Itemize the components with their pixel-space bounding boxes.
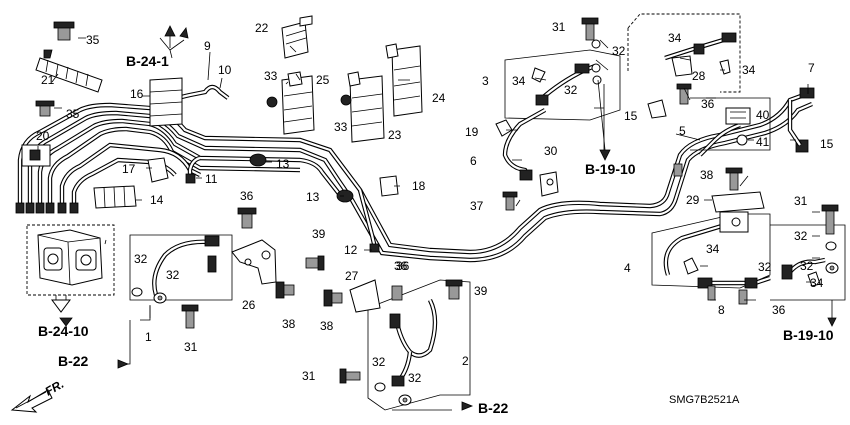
callout-37: 37 <box>470 199 484 213</box>
callout-36: 36 <box>772 303 786 317</box>
rear-left-brake-hose <box>504 49 621 121</box>
callout-24: 24 <box>432 91 446 105</box>
callout-15: 15 <box>624 109 638 123</box>
callout-41: 41 <box>756 135 770 149</box>
callout-36: 36 <box>240 189 254 203</box>
callout-33: 33 <box>334 120 348 134</box>
callout-34: 34 <box>742 63 756 77</box>
callout-13: 13 <box>276 157 290 171</box>
ref-b-22-bottom[interactable]: B-22 <box>478 400 509 416</box>
clips-right <box>647 83 771 305</box>
callout-22: 22 <box>255 21 269 35</box>
front-left-brake-hose <box>129 234 277 318</box>
callout-3: 3 <box>482 74 489 88</box>
callout-31: 31 <box>302 369 316 383</box>
callout-38: 38 <box>700 168 714 182</box>
callout-13: 13 <box>306 190 320 204</box>
front-direction-arrow <box>10 389 53 413</box>
callout-32: 32 <box>134 252 148 266</box>
callout-32: 32 <box>612 44 626 58</box>
callout-12: 12 <box>344 243 358 257</box>
callout-32: 32 <box>800 259 814 273</box>
callout-23: 23 <box>388 128 402 142</box>
callout-34: 34 <box>706 242 720 256</box>
ref-b-19-10-right[interactable]: B-19-10 <box>783 327 834 343</box>
callout-6: 6 <box>470 154 477 168</box>
callout-31: 31 <box>794 194 808 208</box>
right-rear-pipe <box>698 87 815 157</box>
callout-1: 1 <box>145 330 152 344</box>
callout-32: 32 <box>166 268 180 282</box>
callout-38: 38 <box>282 317 296 331</box>
ref-b-19-10-center[interactable]: B-19-10 <box>585 161 636 177</box>
rear-right-brake-lines <box>495 13 741 211</box>
callout-34: 34 <box>668 31 682 45</box>
reference-arrows <box>59 25 837 411</box>
callout-14: 14 <box>150 193 164 207</box>
callout-34: 34 <box>512 74 526 88</box>
callout-26: 26 <box>242 298 256 312</box>
callout-16: 16 <box>130 87 144 101</box>
callout-11: 11 <box>205 172 218 186</box>
callout-34: 34 <box>810 276 824 290</box>
callout-5: 5 <box>679 124 686 138</box>
callout-35: 35 <box>86 33 100 47</box>
callout-32: 32 <box>564 83 578 97</box>
callout-38: 38 <box>320 319 334 333</box>
callout-19: 19 <box>465 125 479 139</box>
part-code: SMG7B2521A <box>669 394 740 406</box>
callout-25: 25 <box>316 73 330 87</box>
reference-labels: B-24-1 B-24-10 B-22 B-22 B-19-10 B-19-10 <box>38 53 834 416</box>
left-small-parts <box>21 17 601 384</box>
callout-17: 17 <box>122 162 136 176</box>
callout-8: 8 <box>718 303 725 317</box>
callout-39: 39 <box>312 227 326 241</box>
callout-33: 33 <box>264 69 278 83</box>
callout-31: 31 <box>552 20 566 34</box>
callout-39: 39 <box>474 284 488 298</box>
callout-27: 27 <box>345 269 359 283</box>
callout-32: 32 <box>372 355 386 369</box>
callout-35: 35 <box>66 107 80 121</box>
callout-30: 30 <box>544 144 558 158</box>
callout-10: 10 <box>218 63 232 77</box>
ref-b-22-left[interactable]: B-22 <box>58 353 89 369</box>
callout-7: 7 <box>808 61 815 75</box>
callout-18: 18 <box>412 179 426 193</box>
leader-lines <box>37 37 833 411</box>
callout-4: 4 <box>624 261 631 275</box>
callout-20: 20 <box>36 129 50 143</box>
pipe-fittings <box>15 173 380 253</box>
callout-32: 32 <box>408 371 422 385</box>
ref-b-24-1[interactable]: B-24-1 <box>126 53 169 69</box>
callout-36: 36 <box>396 259 410 273</box>
callout-31: 31 <box>184 340 198 354</box>
callout-36: 36 <box>394 259 408 273</box>
bracket-right <box>711 167 765 213</box>
callout-2: 2 <box>462 354 469 368</box>
callout-21: 21 <box>41 73 55 87</box>
front-right-brake-hose <box>367 279 471 411</box>
rear-right-caliper-fittings <box>770 204 846 301</box>
callout-15: 15 <box>820 137 834 151</box>
callout-32: 32 <box>758 260 772 274</box>
callout-9: 9 <box>204 39 211 53</box>
ref-b-24-10[interactable]: B-24-10 <box>38 323 89 339</box>
callout-28: 28 <box>692 69 706 83</box>
callout-32: 32 <box>794 229 808 243</box>
callout-36: 36 <box>701 97 715 111</box>
callout-40: 40 <box>756 108 770 122</box>
callout-labels: 1 2 3 4 5 6 7 8 9 10 11 12 13 13 14 15 1… <box>36 20 834 385</box>
callout-29: 29 <box>686 193 700 207</box>
rear-hose-assembly <box>651 211 771 301</box>
center-clamps <box>266 15 423 143</box>
abs-modulator-unit <box>26 224 115 313</box>
